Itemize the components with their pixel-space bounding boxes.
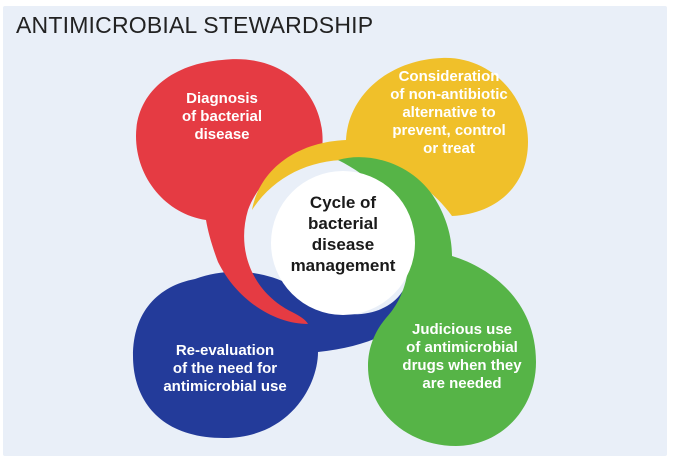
center-label: Cycle of bacterial disease management: [290, 193, 396, 276]
consideration-label: Consideration of non-antibiotic alternat…: [390, 68, 508, 157]
re-evaluation-lobe: [133, 222, 431, 438]
judicious-use-lobe: [338, 157, 536, 446]
judicious-use-label: Judicious use of antimicrobial drugs whe…: [402, 321, 522, 392]
diagram-title: ANTIMICROBIAL STEWARDSHIP: [16, 12, 374, 38]
re-evaluation-label: Re-evaluation of the need for antimicrob…: [163, 342, 287, 395]
center-circle: [271, 171, 415, 315]
diagnosis-label: Diagnosis of bacterial disease: [181, 90, 263, 143]
consideration-lobe: [252, 57, 528, 217]
diagnosis-lobe: [136, 59, 323, 325]
